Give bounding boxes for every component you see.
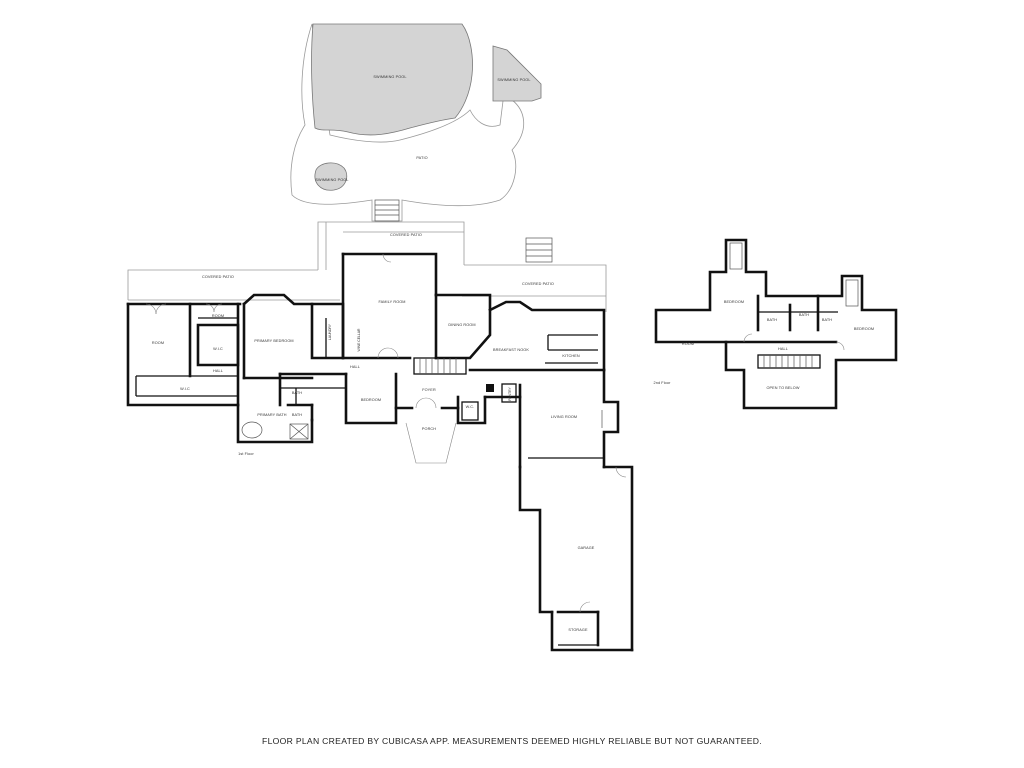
footer-disclaimer: FLOOR PLAN CREATED BY CUBICASA APP. MEAS… bbox=[262, 736, 762, 746]
label-garage: GARAGE bbox=[578, 546, 595, 550]
swimming-pool-small bbox=[492, 45, 542, 102]
label-bath-a: BATH bbox=[292, 391, 302, 395]
swimming-pool-main bbox=[311, 23, 473, 136]
label-2f-open-to-below: OPEN TO BELOW bbox=[766, 386, 799, 390]
label-bath-b: BATH bbox=[292, 413, 302, 417]
second-floor-labels: BEDROOM BEDROOM ROOM BATH BATH BATH HALL… bbox=[654, 300, 875, 390]
label-room-small: ROOM bbox=[212, 314, 224, 318]
label-living-room: LIVING ROOM bbox=[551, 415, 577, 419]
label-2f-bedroom-left: BEDROOM bbox=[724, 300, 744, 304]
first-floor-labels: SWIMMING POOL SWIMMING POOL SWIMMING POO… bbox=[152, 75, 595, 632]
outdoor-area bbox=[290, 23, 542, 222]
label-porch: PORCH bbox=[422, 427, 436, 431]
label-room-west: ROOM bbox=[152, 341, 164, 345]
label-bedroom: BEDROOM bbox=[361, 398, 381, 402]
label-wic-b: W.I.C bbox=[180, 387, 190, 391]
label-wic-a: W.I.C bbox=[213, 347, 223, 351]
label-swimming-pool-small: SWIMMING POOL bbox=[497, 78, 530, 82]
label-hall-west: HALL bbox=[213, 369, 223, 373]
second-floor-walls bbox=[654, 238, 898, 410]
swimming-pool-spa bbox=[314, 162, 348, 191]
patio-outline bbox=[290, 23, 525, 222]
covered-patios bbox=[127, 221, 607, 312]
patio-steps bbox=[374, 199, 400, 222]
label-family-room: FAMILY ROOM bbox=[378, 300, 405, 304]
label-foyer: FOYER bbox=[422, 388, 436, 392]
label-2f-hall: HALL bbox=[778, 347, 788, 351]
door-swings bbox=[145, 253, 627, 613]
label-swimming-pool-spa: SWIMMING POOL bbox=[315, 178, 348, 182]
label-2f-bath-a: BATH bbox=[767, 318, 777, 322]
first-floor-walls bbox=[126, 252, 634, 652]
label-2f-bath-b: BATH bbox=[799, 313, 809, 317]
label-patio: PATIO bbox=[416, 156, 427, 160]
label-primary-bedroom: PRIMARY BEDROOM bbox=[254, 339, 293, 343]
label-2f-bedroom-right: BEDROOM bbox=[854, 327, 874, 331]
label-primary-bath: PRIMARY BATH bbox=[257, 413, 286, 417]
label-wine-cellar: WINE CELLAR bbox=[357, 328, 361, 352]
label-pantry: PANTRY bbox=[508, 387, 512, 401]
label-swimming-pool-main: SWIMMING POOL bbox=[373, 75, 406, 79]
label-laundry: LAUNDRY bbox=[328, 323, 332, 340]
label-hall-center: HALL bbox=[350, 365, 360, 369]
label-wc: W.C. bbox=[466, 405, 475, 409]
label-covered-patio-left: COVERED PATIO bbox=[202, 275, 234, 279]
floor-caption-second: 2nd Floor bbox=[654, 381, 672, 385]
label-covered-patio-top: COVERED PATIO bbox=[390, 233, 422, 237]
label-storage: STORAGE bbox=[568, 628, 588, 632]
label-2f-room: ROOM bbox=[682, 342, 694, 346]
label-kitchen: KITCHEN bbox=[562, 354, 580, 358]
label-breakfast-nook: BREAKFAST NOOK bbox=[493, 348, 529, 352]
floor-caption-first: 1st Floor bbox=[238, 452, 254, 456]
label-covered-patio-right: COVERED PATIO bbox=[522, 282, 554, 286]
label-2f-bath-c: BATH bbox=[822, 318, 832, 322]
label-dining-room: DINING ROOM bbox=[448, 323, 475, 327]
